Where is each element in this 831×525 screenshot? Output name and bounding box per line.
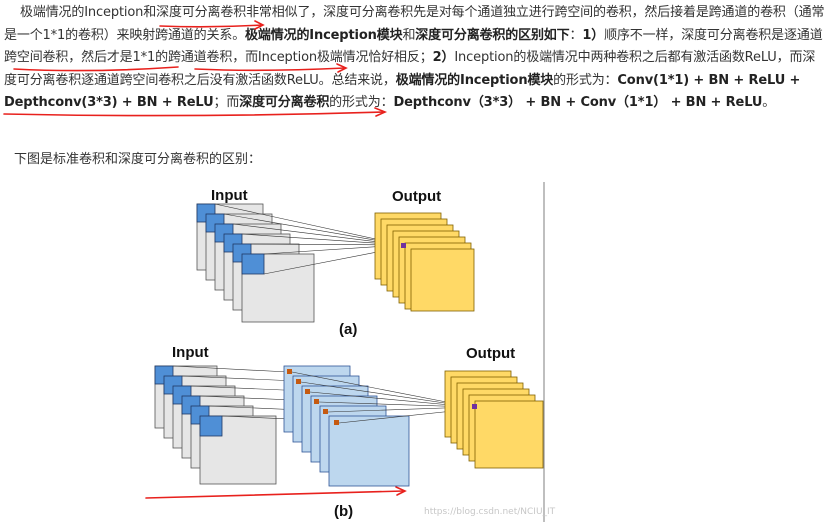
figure-a-output-stack (374, 212, 475, 312)
figure-b-output-dot (472, 404, 477, 409)
figure-b: Input Output (b) (154, 344, 544, 520)
figure-b-sub-label: (b) (334, 503, 353, 520)
figure-b-pointwise-lines (291, 371, 473, 424)
figure-b-output-stack (444, 370, 544, 469)
figure-b-output-label: Output (466, 345, 515, 362)
figure-a-output-label: Output (392, 188, 441, 205)
figure-b-input-stack (154, 365, 277, 485)
figure-a-sub-label: (a) (339, 321, 357, 338)
figure-a-input-stack (196, 203, 315, 323)
figure-a: Input Output (a) (196, 187, 475, 338)
figure-b-depthwise-lines (172, 365, 335, 422)
watermark: https://blog.csdn.net/NCIU_IT (424, 507, 556, 517)
figure-a-kernel-patches (196, 203, 265, 275)
arrow-head-4 (395, 486, 407, 496)
figure-caption: 下图是标准卷积和深度可分离卷积的区别： (14, 152, 262, 167)
body-paragraph: 极端情况的Inception和深度可分离卷积非常相似了，深度可分离卷积先是对每个… (4, 5, 825, 111)
figure-b-input-label: Input (172, 344, 209, 361)
figure-a-output-dot (401, 243, 406, 248)
figure-b-mid-dots (287, 369, 339, 425)
figure-b-arrow (145, 490, 405, 499)
figure-b-mid-stack (283, 365, 410, 487)
figure-a-input-label: Input (211, 187, 248, 204)
figure-a-projection-lines (214, 203, 404, 275)
figure-b-kernel-patches (154, 365, 223, 437)
